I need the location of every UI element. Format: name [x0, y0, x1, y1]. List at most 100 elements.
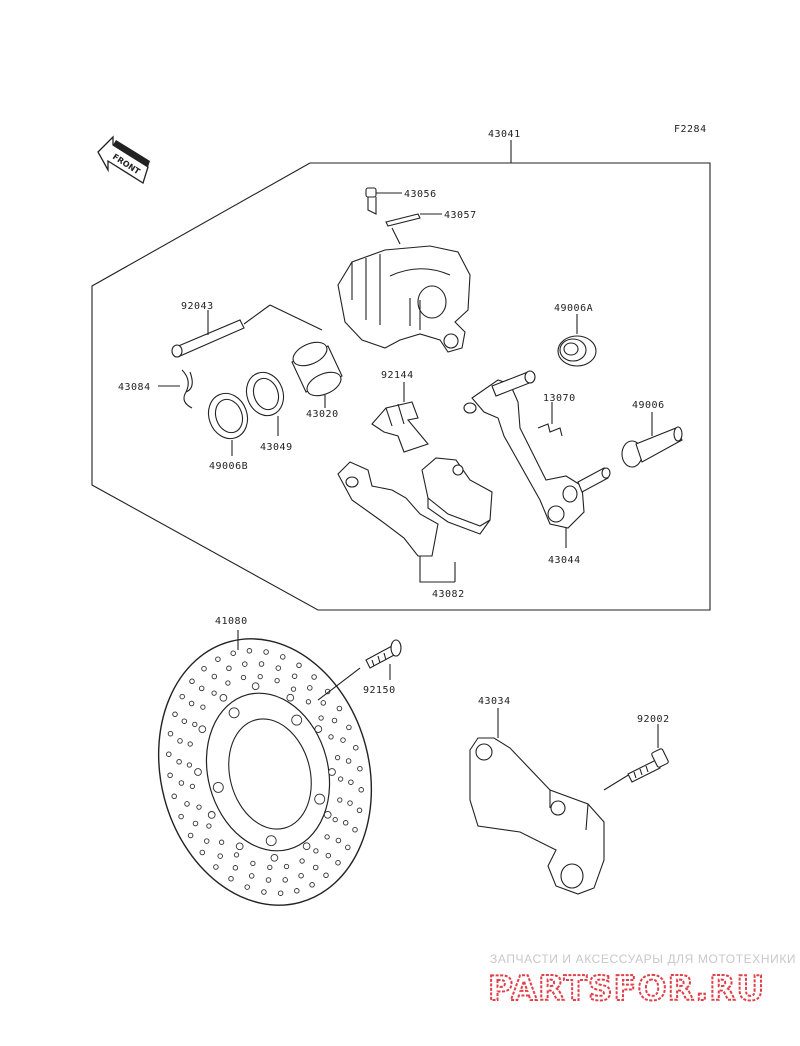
disc-hole	[198, 725, 207, 734]
disc-hole	[218, 839, 225, 845]
disc-hole	[282, 877, 288, 883]
figure-code: F2284	[674, 124, 707, 135]
disc-hole	[356, 807, 363, 814]
dust-seal-b: 49006B	[207, 392, 249, 472]
caliper-bracket: 43044	[463, 370, 611, 566]
disc-hole	[242, 661, 248, 667]
retaining-clip: 43084	[118, 369, 193, 409]
disc-hole	[323, 810, 332, 819]
disc-hole	[309, 882, 315, 888]
disc-hole	[270, 853, 279, 862]
disc-hole	[211, 673, 218, 680]
disc-bolt-hole	[265, 835, 277, 847]
dust-boot: 49006	[621, 400, 683, 468]
disc-hole	[335, 837, 342, 844]
disc-hole	[275, 665, 282, 671]
disc-hole	[186, 762, 193, 768]
disc-hole	[312, 864, 319, 871]
caliper-mount-bracket: 43034	[469, 696, 631, 895]
disc-hole	[167, 730, 174, 737]
disc-hole	[171, 793, 177, 800]
label-13070: 13070	[543, 393, 576, 404]
bleed-cap: 43057	[385, 210, 476, 245]
disc-hole	[331, 717, 338, 724]
disc-hole	[225, 680, 231, 686]
disc-hole	[346, 724, 352, 731]
label-43082: 43082	[432, 589, 465, 600]
disc-hole	[198, 685, 205, 692]
caliper-piston: 43020	[291, 341, 343, 420]
disc-hole	[345, 758, 352, 764]
label-92043: 92043	[181, 301, 214, 312]
disc-hole	[206, 823, 212, 829]
disc-hole	[178, 813, 184, 820]
disc-hole	[215, 656, 221, 662]
disc-hole	[189, 783, 196, 790]
disc-hole	[251, 682, 260, 691]
disc-hole	[313, 848, 319, 854]
slide-pin: 92043	[171, 301, 323, 358]
disc-hole	[332, 816, 338, 823]
disc-hole	[311, 674, 317, 680]
disc-hole	[345, 844, 351, 851]
mount-bolt: 92002	[627, 714, 670, 783]
disc-hole	[324, 834, 330, 840]
label-43041: 43041	[488, 129, 521, 140]
disc-hole	[233, 852, 240, 858]
disc-hole	[286, 693, 295, 702]
disc-hole	[184, 801, 190, 807]
disc-hole	[187, 832, 194, 839]
disc-hole	[337, 776, 344, 782]
disc-hole	[219, 693, 228, 702]
disc-hole	[172, 711, 178, 718]
piston-seal: 43049	[245, 371, 292, 453]
disc-hole	[261, 889, 267, 895]
disc-hole	[280, 654, 286, 660]
disc-hole	[187, 741, 193, 747]
watermark-tagline: ЗАПЧАСТИ И АКСЕССУАРЫ ДЛЯ МОТОТЕХНИКИ	[490, 952, 796, 966]
disc-hole	[244, 884, 250, 890]
disc-hole	[298, 872, 304, 879]
label-49006A: 49006A	[554, 303, 593, 314]
disc-hole	[207, 811, 216, 819]
disc-hole	[340, 737, 346, 743]
disc-hole	[176, 759, 182, 765]
disc-hole	[277, 890, 284, 896]
disc-hole	[274, 677, 280, 684]
disc-hole	[342, 820, 349, 826]
disc-hole	[167, 772, 173, 779]
anti-rattle-spring: 13070	[537, 393, 576, 437]
disc-hole	[352, 826, 358, 833]
watermark: ЗАПЧАСТИ И АКСЕССУАРЫ ДЛЯ МОТОТЕХНИКИ PA…	[487, 952, 796, 1010]
watermark-brand: PARTSFOR.RU	[488, 969, 765, 1009]
disc-hole	[323, 872, 329, 879]
front-arrow-icon: FRONT	[97, 135, 150, 184]
disc-hole	[192, 820, 199, 827]
label-41080: 41080	[215, 616, 248, 627]
brake-pads: 43082	[337, 457, 493, 600]
caliper-assembly-box: 43041	[91, 129, 711, 611]
disc-hole	[199, 849, 206, 856]
disc-hole	[203, 838, 210, 844]
disc-hole	[294, 888, 300, 894]
disc-hole	[181, 718, 188, 724]
disc-hole	[335, 859, 341, 866]
disc-bolt-hole	[314, 793, 326, 805]
disc-hole	[325, 852, 332, 859]
label-49006B: 49006B	[209, 461, 248, 472]
disc-hole	[235, 842, 244, 851]
caliper-body	[337, 245, 471, 353]
disc-hole	[318, 715, 324, 721]
disc-hole	[226, 665, 232, 672]
disc-hole	[320, 700, 327, 706]
disc-hole	[194, 768, 202, 776]
label-43056: 43056	[404, 189, 437, 200]
disc-hole	[336, 705, 343, 712]
disc-hole	[228, 875, 234, 882]
disc-hole	[248, 873, 255, 879]
label-92002: 92002	[637, 714, 670, 725]
disc-hole	[232, 865, 239, 871]
disc-hole	[314, 725, 323, 733]
disc-hole	[188, 700, 195, 707]
